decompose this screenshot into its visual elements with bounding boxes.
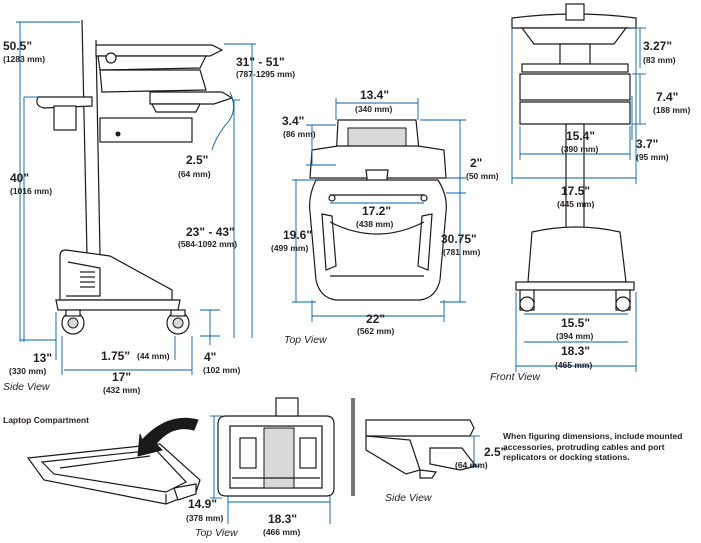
side-rear-depth-inch: 13" (33, 351, 53, 365)
laptop-depth-inch: 14.9" (188, 497, 218, 511)
top-overall-length-mm: (781 mm) (443, 247, 481, 257)
side-handle-range-inch: 23" - 43" (186, 225, 235, 239)
laptop-height-mm: (64 mm) (455, 460, 488, 470)
laptop-width-mm: (466 mm) (263, 527, 301, 537)
side-base-depth-inch: 17" (112, 370, 132, 384)
top-tray-depth-inch: 2" (470, 156, 483, 170)
front-monitor-offset-inch: 3.27" (643, 39, 673, 53)
side-keyboard-range-inch: 31" - 51" (236, 55, 285, 69)
laptop-top-view-caption: Top View (195, 527, 238, 539)
top-screen-depth-mm: (86 mm) (283, 129, 316, 139)
front-drawer-height-inch: 7.4" (656, 90, 679, 104)
top-tray-width-inch: 17.2" (362, 204, 392, 218)
side-view-dimension-lines (16, 21, 256, 375)
front-base-width-mm: (465 mm) (555, 360, 593, 370)
laptop-depth-mm: (378 mm) (186, 513, 224, 523)
top-base-width-inch: 22" (366, 312, 386, 326)
side-base-depth-mm: (432 mm) (103, 385, 141, 395)
front-monitor-offset-mm: (83 mm) (643, 55, 676, 65)
laptop-width-inch: 18.3" (268, 512, 298, 526)
front-worksurface-width-mm: (445 mm) (557, 199, 595, 209)
top-overall-length-inch: 30.75" (441, 232, 477, 246)
front-base-width-inch: 18.3" (561, 344, 591, 358)
side-view-cart (36, 19, 234, 335)
top-tray-depth-mm: (50 mm) (466, 171, 499, 181)
side-wheel-offset-inch: 1.75" (101, 349, 131, 363)
front-drawer-height-mm: (188 mm) (653, 105, 691, 115)
dimension-note: When figuring dimensions, include mounte… (503, 431, 683, 463)
side-base-height-mm: (102 mm) (203, 365, 241, 375)
top-tray-width-mm: (438 mm) (356, 219, 394, 229)
laptop-top-dimension-lines (210, 415, 331, 524)
laptop-side-dimension-lines (470, 435, 480, 467)
front-view-cart (511, 3, 637, 312)
laptop-compartment-title: Laptop Compartment (3, 415, 89, 425)
laptop-side-view (351, 398, 478, 496)
side-rear-depth-mm: (330 mm) (9, 366, 47, 376)
top-view-cart (309, 119, 447, 301)
front-caster-span-mm: (394 mm) (556, 331, 594, 341)
top-screen-width-mm: (340 mm) (355, 104, 393, 114)
front-worksurface-width-inch: 17.5" (561, 184, 591, 198)
front-view-caption: Front View (490, 371, 540, 383)
side-worksurface-height-inch: 40" (10, 171, 30, 185)
side-base-height-inch: 4" (204, 350, 217, 364)
front-drawer-width-mm: (390 mm) (561, 144, 599, 154)
side-overall-height-inch: 50.5" (3, 39, 33, 53)
top-base-width-mm: (562 mm) (357, 326, 395, 336)
laptop-height-inch: 2.5" (484, 445, 507, 459)
side-keyboard-tilt-mm: (64 mm) (178, 169, 211, 179)
top-screen-depth-inch: 3.4" (282, 114, 305, 128)
laptop-compartment-tray (26, 417, 201, 505)
side-keyboard-range-mm: (787-1295 mm) (236, 69, 296, 79)
side-worksurface-height-mm: (1016 mm) (10, 186, 53, 196)
front-drawer-width-inch: 15.4" (566, 129, 596, 143)
top-base-length-inch: 19.6" (283, 228, 313, 242)
side-view-caption: Side View (3, 381, 50, 393)
laptop-side-view-caption: Side View (385, 492, 432, 504)
side-overall-height-mm: (1283 mm) (3, 54, 46, 64)
front-view-dimension-lines (511, 27, 646, 372)
top-view-caption: Top View (284, 334, 327, 346)
top-base-length-mm: (499 mm) (271, 243, 309, 253)
laptop-top-view (217, 397, 335, 497)
front-tray-gap-inch: 3.7" (636, 137, 659, 151)
top-view-dimension-lines (292, 98, 466, 322)
side-keyboard-tilt-inch: 2.5" (186, 153, 209, 167)
side-handle-range-mm: (584-1092 mm) (178, 239, 238, 249)
side-wheel-offset-mm: (44 mm) (137, 351, 170, 361)
front-tray-gap-mm: (95 mm) (636, 152, 669, 162)
front-caster-span-inch: 15.5" (561, 316, 591, 330)
top-screen-width-inch: 13.4" (360, 88, 390, 102)
